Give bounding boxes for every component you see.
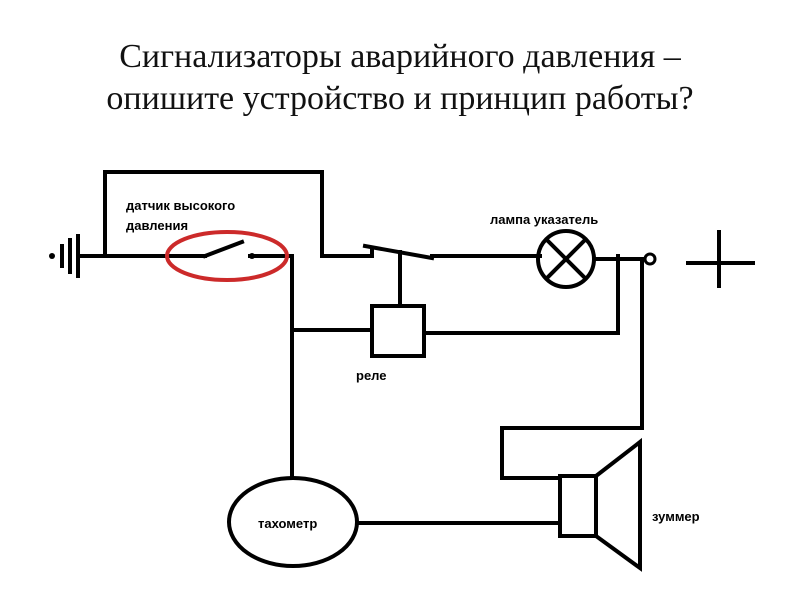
wire-main [76,170,374,258]
relay-label: реле [356,368,387,383]
title-line-1: Сигнализаторы аварийного давления – [119,38,681,75]
sensor-label-2: давления [126,218,188,233]
wire-relay-right [422,254,620,335]
tachometer-label: тахометр [258,516,317,531]
lamp-label: лампа указатель [490,212,598,227]
sensor-switch-icon [164,239,294,259]
wire-to-buzzer [500,260,644,480]
wire-sensor-tacho [290,254,374,480]
terminal-node [643,252,657,266]
title-line-2: опишите устройство и принцип работы? [106,80,694,117]
sensor-highlight-ring [165,230,289,282]
plus-icon [686,230,755,288]
lamp-icon [536,229,596,289]
relay-coil-icon [370,304,426,358]
buzzer-icon [558,437,642,572]
slide-title: Сигнализаторы аварийного давления – опиш… [0,36,800,120]
relay-switch-icon [362,243,542,308]
ground-icon [49,234,80,278]
sensor-label-1: датчик высокого [126,198,235,213]
buzzer-label: зуммер [652,509,700,524]
